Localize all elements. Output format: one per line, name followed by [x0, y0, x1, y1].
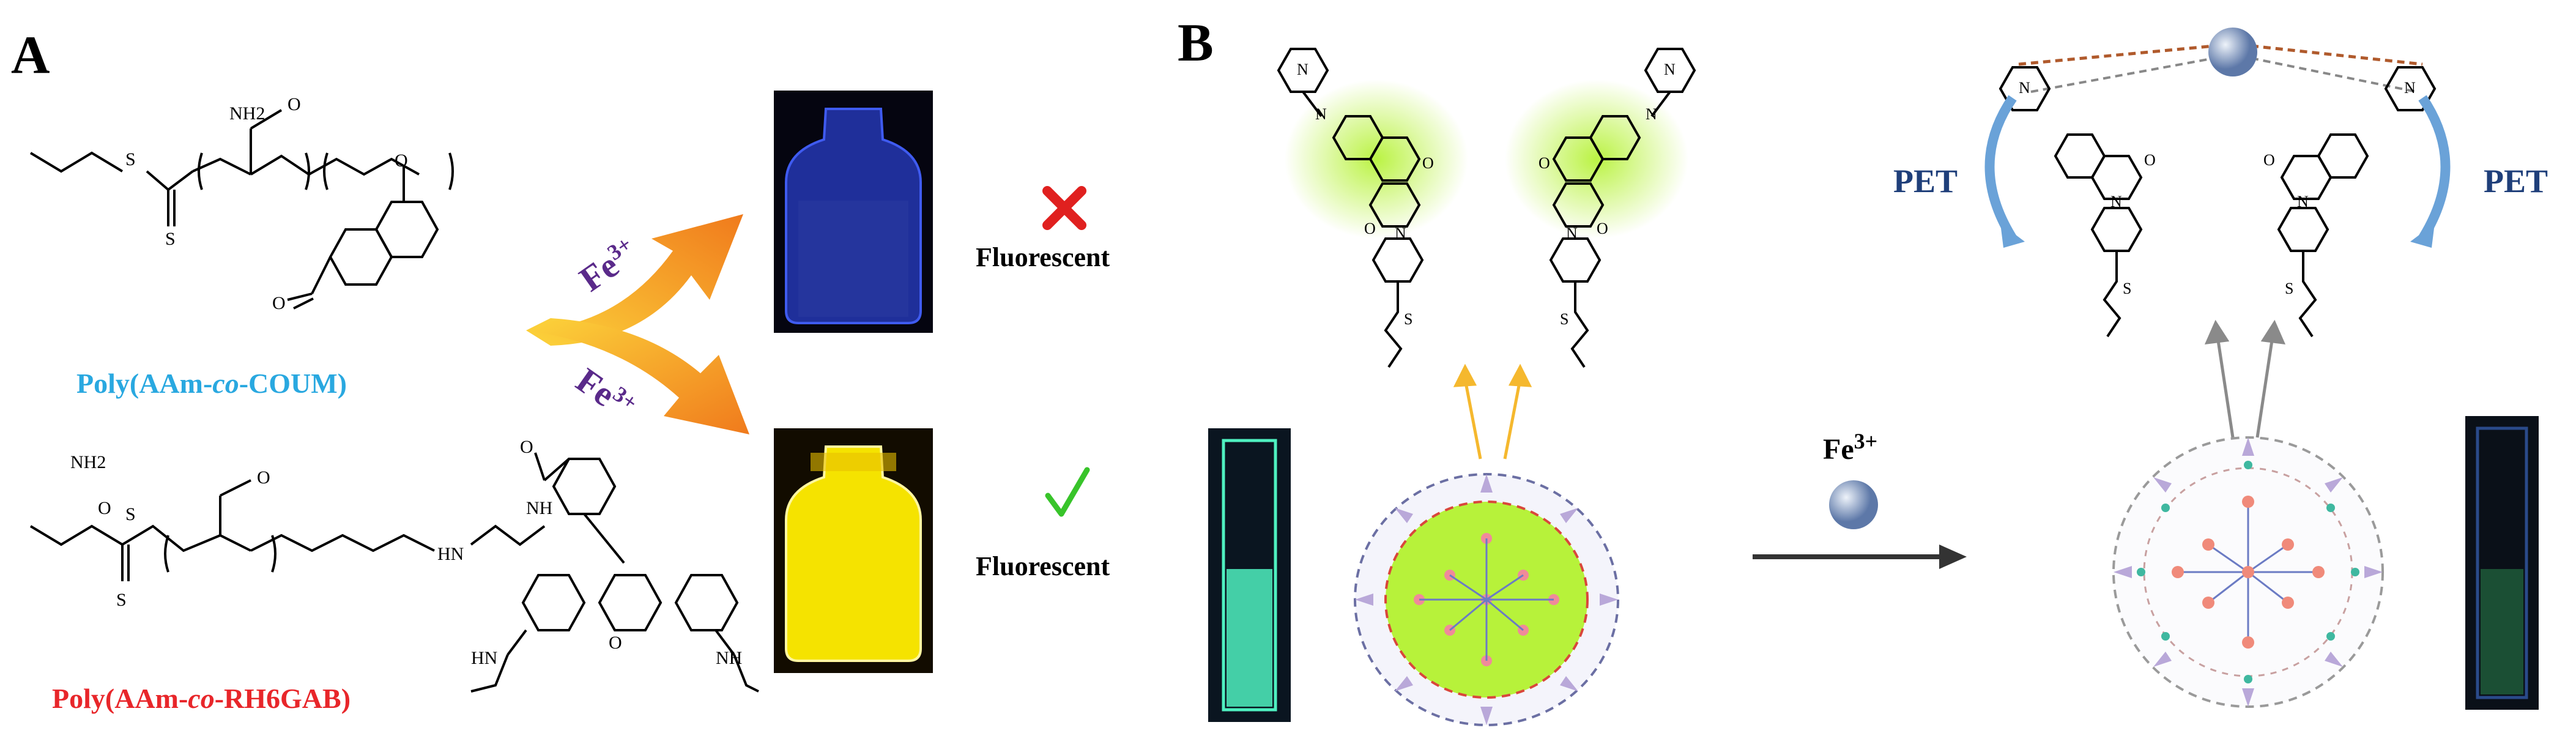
rh-nh1: NH: [526, 498, 552, 518]
poly-coum-co: co: [212, 368, 239, 399]
n-q-left-top: N: [2019, 79, 2030, 97]
pet-left-label: PET: [1893, 163, 1958, 199]
result-bottom-label: Fluorescent: [976, 551, 1110, 581]
fe-ion-sphere: [1829, 480, 1878, 529]
fe-b-sup: 3+: [1854, 429, 1878, 453]
n-right-imide: N: [1566, 225, 1578, 242]
o-q-right: O: [2263, 151, 2275, 169]
o-right-1: O: [1539, 154, 1550, 172]
cross-icon: [1042, 186, 1086, 230]
forked-arrow: [526, 214, 749, 434]
poly-rh6gab-name: Poly(AAm-co-RH6GAB): [52, 682, 351, 715]
rh-s2: S: [116, 590, 127, 610]
coum-o2: O: [395, 151, 408, 171]
rh-nh2b: NH: [716, 648, 742, 668]
rh6gab-polymer-structure: NH2 O O S S HN O NH HN O NH: [29, 437, 759, 693]
coum-o3: O: [272, 293, 286, 313]
coum-s1: S: [125, 149, 136, 169]
dark-cuvette-photo: [2465, 416, 2539, 710]
poly-rh6gab-suffix: -RH6GAB): [214, 683, 351, 714]
rh-nh2: NH2: [70, 452, 106, 472]
n-left-mid: N: [1315, 105, 1327, 123]
n-right-mid: N: [1646, 105, 1657, 123]
glow-right: [1505, 80, 1688, 239]
naphthalimide-pair-quenched: N N N N O O S S: [1999, 28, 2437, 338]
fe-b-base: Fe: [1823, 433, 1854, 466]
rh-o3: O: [520, 437, 533, 457]
coum-s2: S: [165, 229, 176, 249]
rh-o4: O: [609, 633, 622, 653]
n-q-right-top: N: [2404, 79, 2416, 97]
n-left-top: N: [1297, 61, 1308, 78]
yellow-arrows: [1453, 363, 1532, 459]
n-q-right-imide: N: [2297, 193, 2309, 210]
check-icon: [1045, 467, 1090, 517]
poly-coum-prefix: Poly(AAm-: [76, 368, 213, 399]
naphthalimide-pair-glowing: N N N O O S N N N O O S: [1277, 48, 1696, 368]
poly-rh6gab-prefix: Poly(AAm-: [52, 683, 188, 714]
fe-b-label: Fe3+: [1823, 428, 1877, 466]
poly-rh6gab-co: co: [188, 683, 215, 714]
coum-o1: O: [288, 94, 301, 114]
n-right-top: N: [1664, 61, 1676, 78]
poly-coum-name: Poly(AAm-co-COUM): [76, 367, 347, 400]
s-right-1: S: [1560, 310, 1568, 328]
s-q-left: S: [2123, 280, 2131, 297]
rh-o1: O: [257, 467, 270, 488]
micelle-quenched: [2112, 436, 2384, 708]
result-top-label: Fluorescent: [976, 242, 1110, 272]
coum-nh2: NH2: [229, 103, 265, 124]
o-left-2: O: [1364, 220, 1376, 237]
pet-right-label: PET: [2484, 163, 2548, 199]
panel-a-label: A: [11, 26, 50, 85]
yellow-vial-photo: [774, 428, 933, 673]
poly-coum-suffix: -COUM): [239, 368, 347, 399]
pet-arrow-left: [1984, 95, 2025, 248]
o-q-left: O: [2144, 151, 2156, 169]
arrow-up-branch: [526, 214, 743, 346]
o-right-2: O: [1597, 220, 1608, 237]
rh-s1: S: [125, 504, 136, 524]
micelle-glowing: [1354, 473, 1619, 726]
rh-hn1: HN: [437, 544, 464, 564]
s-q-right: S: [2285, 280, 2293, 297]
blue-vial-photo: [774, 91, 933, 333]
rh-o2: O: [98, 498, 111, 518]
reaction-arrow: [1753, 545, 1967, 569]
n-left-imide: N: [1395, 225, 1406, 242]
arrow-down-branch: [526, 318, 749, 434]
coum-polymer-structure: S S NH2 O O O: [29, 94, 454, 313]
glow-left: [1285, 80, 1468, 239]
n-q-left-imide: N: [2110, 193, 2122, 210]
s-left-1: S: [1404, 310, 1412, 328]
o-left-1: O: [1422, 154, 1434, 172]
green-cuvette-photo: [1208, 428, 1291, 722]
fe-ion-bound: [2208, 28, 2257, 76]
grey-arrows: [2204, 319, 2286, 438]
panel-b-label: B: [1178, 13, 1214, 73]
pet-arrow-right: [2410, 95, 2451, 248]
rh-hn2: HN: [471, 648, 497, 668]
